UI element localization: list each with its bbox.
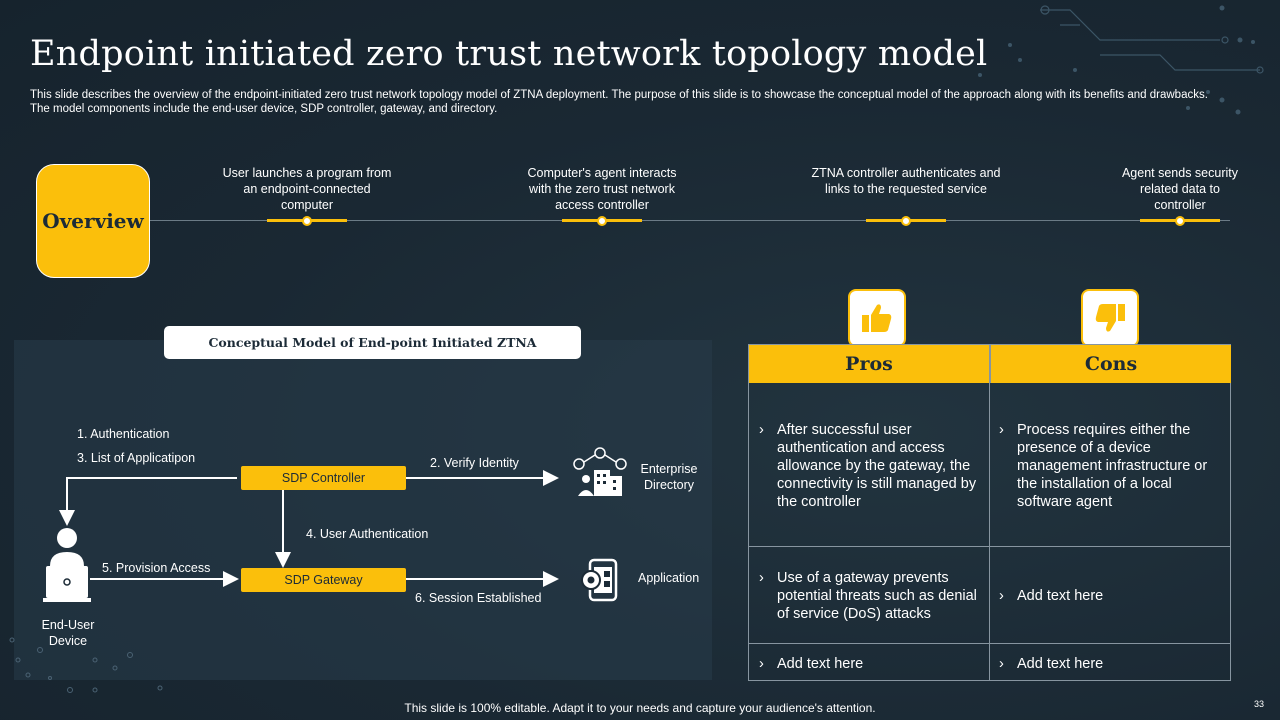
diagram-title: Conceptual Model of End-point Initiated … bbox=[164, 326, 581, 359]
step-1-dot bbox=[302, 216, 312, 226]
pros-cons-table: Pros Cons › After successful user authent… bbox=[748, 344, 1231, 681]
pro-text: Add text here bbox=[777, 656, 864, 672]
con-row-2: › Add text here bbox=[999, 587, 1224, 605]
pro-row-3: › Add text here bbox=[759, 655, 984, 673]
sdp-controller-box: SDP Controller bbox=[241, 466, 406, 490]
sdp-gateway-box: SDP Gateway bbox=[241, 568, 406, 592]
bullet-chevron-icon: › bbox=[999, 422, 1004, 438]
con-text: Process requires either the presence of … bbox=[1017, 422, 1208, 510]
circuit-decoration bbox=[978, 5, 1264, 115]
thumbs-down-icon bbox=[1095, 304, 1125, 332]
list-of-application-label: 3. List of Applicatipon bbox=[77, 451, 196, 465]
session-established-label: 6. Session Established bbox=[415, 591, 542, 605]
pro-row-1: › After successful user authentication an… bbox=[759, 421, 984, 511]
overview-label: Overview bbox=[42, 209, 144, 233]
enterprise-directory-icon bbox=[573, 447, 627, 496]
page-description: This slide describes the overview of the… bbox=[30, 89, 1208, 115]
step-3-text: ZTNA controller authenticates and links … bbox=[811, 166, 1001, 196]
user-laptop-icon bbox=[43, 528, 91, 602]
thumbs-up-box bbox=[848, 289, 906, 347]
bullet-chevron-icon: › bbox=[759, 656, 764, 672]
bullet-chevron-icon: › bbox=[999, 588, 1004, 604]
column-divider bbox=[989, 345, 990, 680]
end-user-device-label: End-User Device bbox=[41, 618, 95, 648]
verify-identity-label: 2. Verify Identity bbox=[430, 456, 519, 470]
diagram-panel bbox=[14, 340, 712, 680]
pro-row-2: › Use of a gateway prevents potential thr… bbox=[759, 569, 984, 623]
con-text: Add text here bbox=[1017, 656, 1104, 672]
bullet-chevron-icon: › bbox=[759, 570, 764, 586]
step-4-text: Agent sends security related data to con… bbox=[1121, 166, 1239, 212]
bullet-chevron-icon: › bbox=[759, 422, 764, 438]
step-4-dot bbox=[1175, 216, 1185, 226]
pro-text: After successful user authentication and… bbox=[777, 422, 977, 510]
bullet-chevron-icon: › bbox=[999, 656, 1004, 672]
footer-text: This slide is 100% editable. Adapt it to… bbox=[404, 701, 876, 715]
con-text: Add text here bbox=[1017, 588, 1104, 604]
enterprise-directory-label: Enterprise Directory bbox=[640, 462, 698, 492]
step-1-text: User launches a program from an endpoint… bbox=[222, 166, 392, 212]
overview-badge: Overview bbox=[36, 164, 150, 278]
authentication-label: 1. Authentication bbox=[77, 427, 170, 441]
cons-header: Cons bbox=[990, 345, 1231, 383]
step-3-dot bbox=[901, 216, 911, 226]
row-divider-1 bbox=[749, 546, 1230, 547]
diagram-connectors bbox=[9, 470, 559, 693]
application-label: Application bbox=[638, 571, 700, 585]
page-title: Endpoint initiated zero trust network to… bbox=[30, 34, 988, 74]
provision-access-label: 5. Provision Access bbox=[102, 561, 211, 575]
thumbs-up-icon bbox=[862, 304, 892, 332]
step-2-text: Computer's agent interacts with the zero… bbox=[527, 166, 677, 212]
step-2-dot bbox=[597, 216, 607, 226]
application-icon bbox=[581, 558, 618, 602]
timeline-line bbox=[150, 220, 1230, 221]
thumbs-down-box bbox=[1081, 289, 1139, 347]
pros-header: Pros bbox=[749, 345, 989, 383]
con-row-1: › Process requires either the presence of… bbox=[999, 421, 1224, 511]
row-divider-2 bbox=[749, 643, 1230, 644]
user-authentication-label: 4. User Authentication bbox=[306, 527, 429, 541]
pro-text: Use of a gateway prevents potential thre… bbox=[777, 570, 977, 622]
con-row-3: › Add text here bbox=[999, 655, 1224, 673]
page-number: 33 bbox=[1254, 699, 1265, 709]
